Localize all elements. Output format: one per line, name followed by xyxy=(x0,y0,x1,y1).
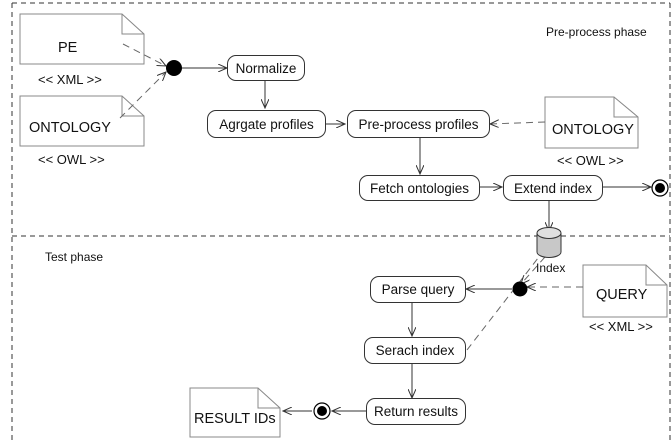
query-stereotype: << XML >> xyxy=(589,319,653,334)
merge-node-query xyxy=(512,281,528,297)
ontology-right-stereotype: << OWL >> xyxy=(557,153,624,168)
parse-query-activity: Parse query xyxy=(370,276,466,303)
final-node-preprocess xyxy=(651,179,669,197)
normalize-activity: Normalize xyxy=(227,55,305,81)
index-datastore-icon xyxy=(536,227,562,258)
final-node-test xyxy=(313,402,331,420)
ontology-right-document-label: ONTOLOGY xyxy=(552,122,634,138)
pe-stereotype: << XML >> xyxy=(38,72,102,87)
object-flows xyxy=(119,43,583,351)
test-phase-label: Test phase xyxy=(45,250,104,264)
query-document-shape xyxy=(582,264,668,318)
preprocess-profiles-activity: Pre-process profiles xyxy=(347,110,490,138)
fetch-ontologies-activity: Fetch ontologies xyxy=(359,175,480,201)
return-results-activity: Return results xyxy=(366,398,466,425)
ontology-left-stereotype: << OWL >> xyxy=(38,152,105,167)
index-datastore-label: Index xyxy=(536,261,566,275)
result-ids-document-shape xyxy=(189,387,281,438)
extend-index-activity: Extend index xyxy=(503,175,603,201)
pe-document-shape xyxy=(19,13,145,65)
ontology-right-document-shape xyxy=(544,96,639,149)
aggregate-profiles-activity: Agrgate profiles xyxy=(207,110,326,138)
search-index-activity: Serach index xyxy=(364,337,466,364)
merge-node-input xyxy=(166,60,182,76)
control-flows xyxy=(182,68,651,411)
ontology-left-document-label: ONTOLOGY xyxy=(29,120,111,136)
query-document-label: QUERY xyxy=(596,287,648,303)
pe-document-label: PE xyxy=(58,40,78,56)
phase-frames xyxy=(11,2,671,441)
result-ids-document-label: RESULT IDs xyxy=(194,411,276,427)
preprocess-phase-label: Pre-process phase xyxy=(546,25,647,39)
ontology-left-document-shape xyxy=(19,95,145,147)
